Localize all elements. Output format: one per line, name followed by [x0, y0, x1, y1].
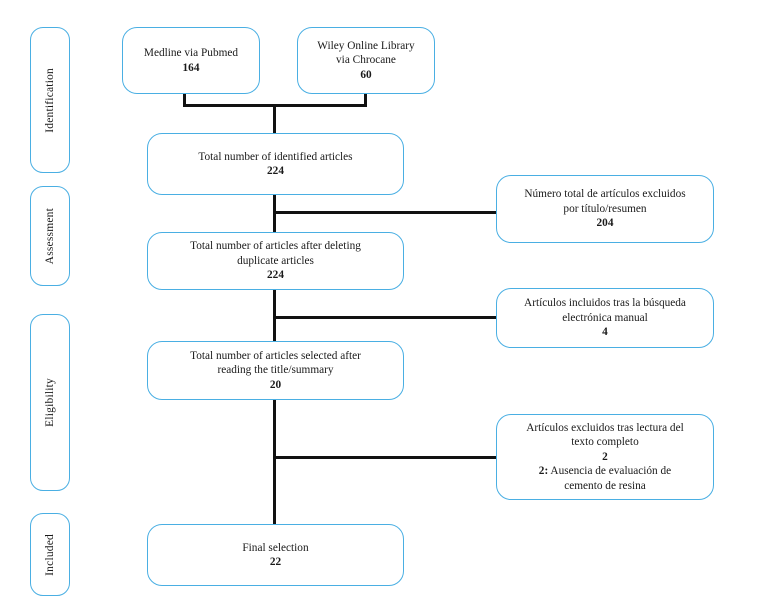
- flow-duplicates-count: 224: [267, 269, 284, 282]
- connector-selected-to-final: [273, 400, 276, 524]
- side-box-manual-search-included: Artículos incluidos tras la búsqueda ele…: [496, 288, 714, 348]
- source-medline-label: Medline via Pubmed: [143, 47, 239, 60]
- flow-selected-label-line2: reading the title/summary: [217, 364, 334, 377]
- side-excluded-fulltext-line1: Artículos excluidos tras lectura del: [526, 421, 684, 434]
- source-wiley-label-line2: via Chrocane: [336, 54, 396, 67]
- source-wiley-label-line1: Wiley Online Library: [317, 39, 415, 52]
- source-wiley-count: 60: [360, 68, 372, 81]
- side-box-excluded-fulltext: Artículos excluidos tras lectura del tex…: [496, 414, 714, 500]
- flow-identified-count: 224: [267, 165, 284, 177]
- connector-branch-manual-search: [273, 316, 496, 319]
- flow-final-count: 22: [269, 556, 282, 568]
- side-manual-search-line1: Artículos incluidos tras la búsqueda: [524, 297, 686, 310]
- side-excluded-fulltext-reason-prefix: 2:: [538, 465, 549, 478]
- flow-box-identified-articles: Total number of identified articles 224: [147, 133, 404, 195]
- flow-selected-label-line1: Total number of articles selected after: [190, 349, 361, 362]
- side-excluded-title-count: 204: [596, 217, 614, 230]
- side-excluded-fulltext-reason-line1: 2: Ausencia de evaluación de: [539, 464, 671, 478]
- source-box-wiley: Wiley Online Library via Chrocane 60: [297, 27, 435, 94]
- stage-label-eligibility: Eligibility: [44, 378, 56, 427]
- connector-source-left-down: [183, 94, 186, 107]
- side-excluded-fulltext-line2: texto completo: [571, 436, 639, 449]
- connector-branch-excluded-title: [273, 211, 496, 214]
- stage-box-included: Included: [30, 513, 70, 596]
- side-manual-search-line2: electrónica manual: [562, 311, 648, 324]
- stage-label-identification: Identification: [44, 67, 56, 133]
- stage-box-assessment: Assessment: [30, 186, 70, 286]
- flow-selected-count: 20: [269, 378, 282, 391]
- connector-identified-to-duplicates: [273, 195, 276, 233]
- side-manual-search-count: 4: [602, 326, 608, 339]
- source-box-medline: Medline via Pubmed 164: [122, 27, 260, 94]
- flow-box-final-selection: Final selection 22: [147, 524, 404, 586]
- stage-label-assessment: Assessment: [44, 207, 56, 265]
- flow-identified-label: Total number of identified articles: [198, 150, 353, 163]
- side-excluded-title-line1: Número total de artículos excluidos: [524, 188, 686, 201]
- stage-label-included: Included: [44, 533, 56, 576]
- connector-join-to-identified: [273, 104, 276, 134]
- side-box-excluded-by-title: Número total de artículos excluidos por …: [496, 175, 714, 243]
- side-excluded-fulltext-reason-text: Ausencia de evaluación de: [548, 465, 672, 478]
- flow-duplicates-label-line2: duplicate articles: [237, 254, 314, 267]
- source-medline-count: 164: [182, 61, 200, 74]
- flow-box-selected-after-title: Total number of articles selected after …: [147, 341, 404, 400]
- flow-box-after-duplicates: Total number of articles after deleting …: [147, 232, 404, 290]
- side-excluded-fulltext-count: 2: [602, 450, 608, 463]
- side-excluded-fulltext-reason-line2: cemento de resina: [564, 479, 646, 492]
- side-excluded-title-line2: por título/resumen: [563, 202, 647, 215]
- stage-box-identification: Identification: [30, 27, 70, 173]
- stage-box-eligibility: Eligibility: [30, 314, 70, 491]
- flow-duplicates-label-line1: Total number of articles after deleting: [190, 240, 361, 253]
- connector-source-right-down: [364, 94, 367, 107]
- connector-branch-excluded-fulltext: [273, 456, 496, 459]
- flow-final-label: Final selection: [242, 541, 309, 554]
